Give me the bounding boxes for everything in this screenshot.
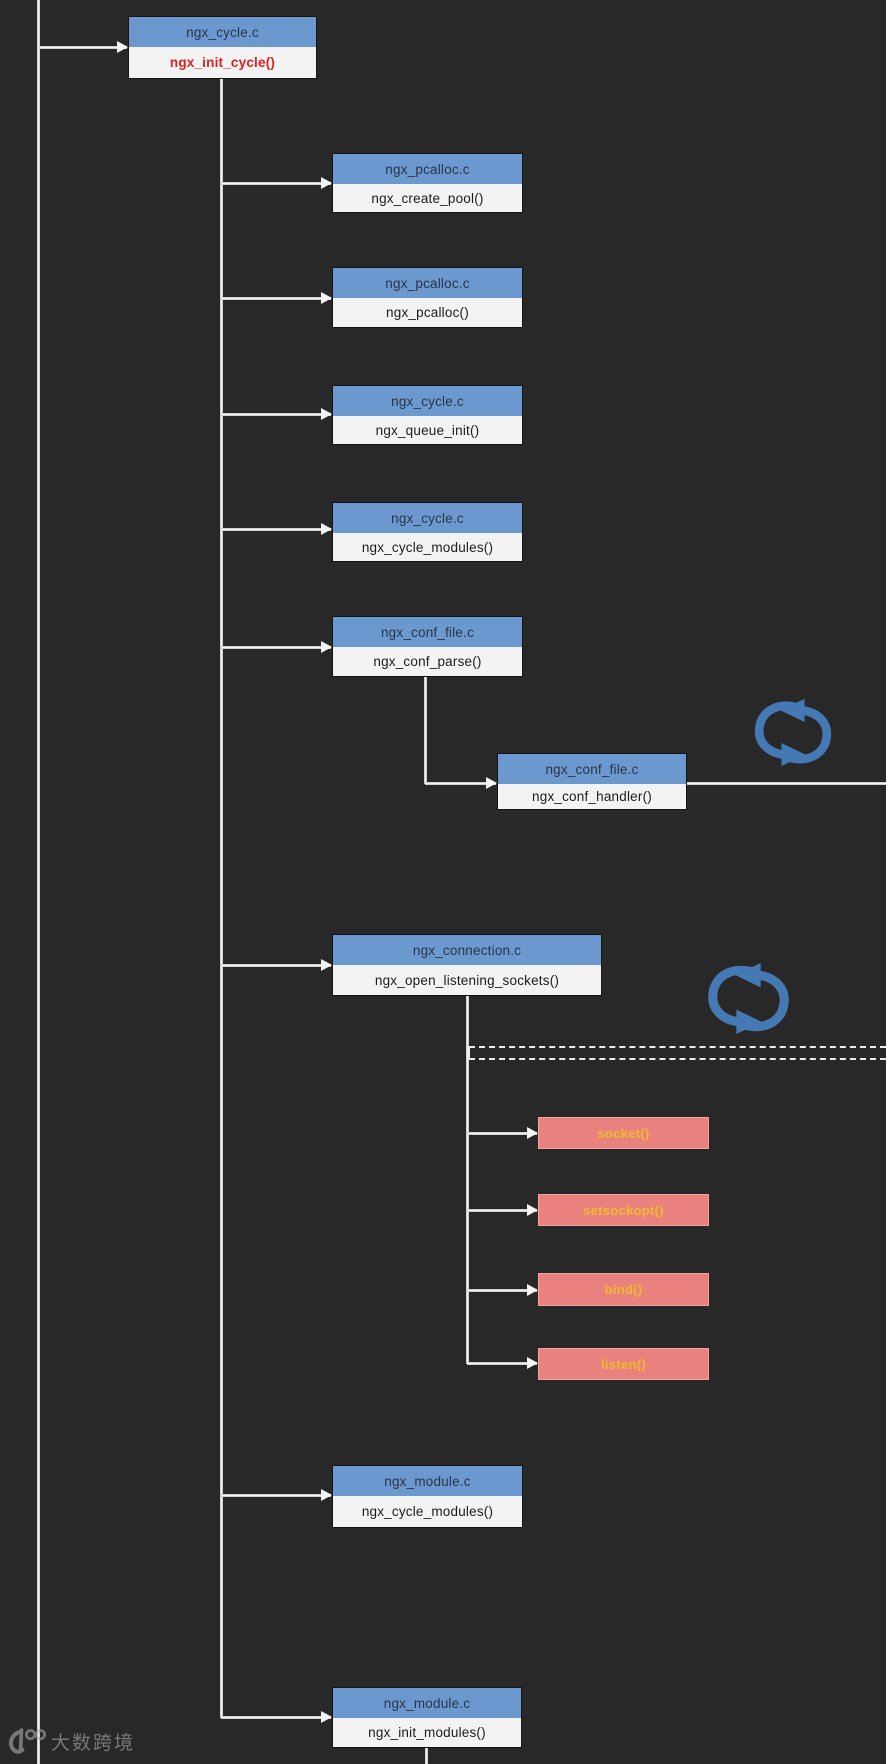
connector-line xyxy=(221,964,331,967)
arrowhead-icon xyxy=(117,41,128,53)
function-label: ngx_queue_init() xyxy=(333,416,522,444)
file-label: ngx_pcalloc.c xyxy=(333,154,522,184)
connector-line xyxy=(425,782,496,785)
syscall-setsockopt: setsockopt() xyxy=(538,1194,709,1226)
file-label: ngx_cycle.c xyxy=(333,386,522,416)
function-label: ngx_pcalloc() xyxy=(333,298,522,327)
file-label: ngx_connection.c xyxy=(333,935,601,965)
connector-line xyxy=(221,1716,331,1719)
file-label: ngx_pcalloc.c xyxy=(333,268,522,298)
arrowhead-icon xyxy=(527,1357,538,1369)
function-label: ngx_open_listening_sockets() xyxy=(333,965,601,995)
connector-line xyxy=(687,782,886,785)
arrowhead-icon xyxy=(527,1204,538,1216)
file-label: ngx_cycle.c xyxy=(333,503,522,533)
connector-line xyxy=(467,1209,537,1212)
function-label: ngx_init_modules() xyxy=(333,1718,521,1747)
arrowhead-icon xyxy=(321,1489,332,1501)
function-label: ngx_init_cycle() xyxy=(129,47,316,78)
file-label: ngx_cycle.c xyxy=(129,17,316,47)
arrowhead-icon xyxy=(321,177,332,189)
syscall-socket: socket() xyxy=(538,1117,709,1149)
arrowhead-icon xyxy=(321,1711,332,1723)
function-label: ngx_cycle_modules() xyxy=(333,1496,522,1527)
function-label: ngx_create_pool() xyxy=(333,184,522,212)
arrowhead-icon xyxy=(486,777,497,789)
cycle-loop-icon xyxy=(697,962,800,1035)
connector-line xyxy=(221,297,331,300)
connector-line xyxy=(221,413,331,416)
connector-line xyxy=(425,1748,428,1764)
connector-line xyxy=(221,528,331,531)
function-label: ngx_cycle_modules() xyxy=(333,533,522,561)
arrowhead-icon xyxy=(527,1284,538,1296)
dashed-line xyxy=(468,1047,470,1059)
cycle-loop-icon xyxy=(745,697,841,768)
arrowhead-icon xyxy=(321,523,332,535)
arrowhead-icon xyxy=(321,408,332,420)
syscall-bind: bind() xyxy=(538,1273,709,1306)
connector-line xyxy=(37,0,40,1764)
arrowhead-icon xyxy=(321,641,332,653)
dashed-line xyxy=(469,1058,886,1060)
connector-line xyxy=(467,1132,537,1135)
watermark-logo-icon xyxy=(8,1728,46,1754)
connector-line xyxy=(467,1362,537,1365)
arrowhead-icon xyxy=(527,1127,538,1139)
watermark: 大数跨境 xyxy=(6,1726,135,1756)
connector-line xyxy=(466,996,469,1364)
file-label: ngx_module.c xyxy=(333,1688,521,1718)
function-label: ngx_conf_parse() xyxy=(333,647,522,676)
file-label: ngx_module.c xyxy=(333,1466,522,1496)
function-label: ngx_conf_handler() xyxy=(498,784,686,809)
connector-line xyxy=(221,182,331,185)
connector-line xyxy=(467,1289,537,1292)
dashed-line xyxy=(469,1046,886,1048)
watermark-text: 大数跨境 xyxy=(51,1732,136,1754)
connector-line xyxy=(424,677,427,784)
arrowhead-icon xyxy=(321,292,332,304)
file-label: ngx_conf_file.c xyxy=(333,617,522,647)
file-label: ngx_conf_file.c xyxy=(498,754,686,784)
arrowhead-icon xyxy=(321,959,332,971)
syscall-listen: listen() xyxy=(538,1348,709,1380)
connector-line xyxy=(40,46,127,49)
connector-line xyxy=(221,1494,331,1497)
connector-line xyxy=(220,79,223,1718)
connector-line xyxy=(221,646,331,649)
